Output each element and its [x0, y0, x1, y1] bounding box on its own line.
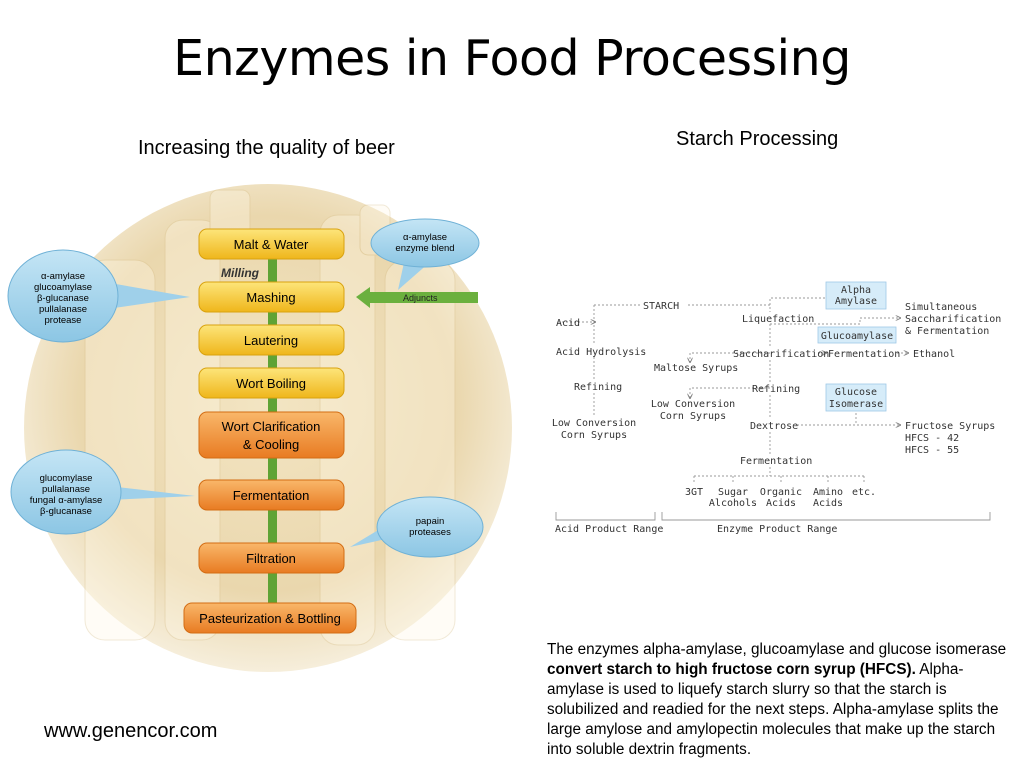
step-fermentation: Fermentation: [198, 479, 345, 511]
flow-saccharification: Saccharification: [733, 349, 829, 360]
product-sugar: Sugar: [718, 487, 748, 498]
enzyme-product-range: Enzyme Product Range: [717, 524, 837, 535]
step-mashing: Mashing: [198, 281, 345, 313]
bubble-text: glucomylase: [40, 473, 93, 484]
starch-caption: Starch Processing: [676, 128, 839, 150]
step-fermentation-label: Fermentation: [233, 488, 310, 503]
product-etc: etc.: [852, 487, 876, 498]
product-amino: Amino: [813, 487, 843, 498]
step-malt-water: Malt & Water: [198, 228, 345, 260]
flow-corn-syrups-acid: Corn Syrups: [561, 430, 627, 441]
step-malt-water-label: Malt & Water: [234, 237, 309, 252]
flow-amylase: Amylase: [835, 296, 877, 307]
flow-starch: STARCH: [643, 301, 679, 312]
flow-alpha: Alpha: [841, 285, 871, 296]
milling-label: Milling: [221, 266, 260, 280]
bubble-mashing-enzymes: α-amylase glucoamylase β-glucanase pulla…: [7, 249, 190, 343]
bubble-text: protease: [45, 315, 82, 326]
starch-description: The enzymes alpha-amylase, glucoamylase …: [547, 640, 1017, 760]
step-filtration: Filtration: [198, 542, 345, 574]
flow-maltose-syrups: Maltose Syrups: [654, 363, 738, 374]
flow-hfcs-55: HFCS - 55: [905, 445, 959, 456]
step-wort-clarification: Wort Clarification & Cooling: [198, 411, 345, 459]
flow-ethanol: Ethanol: [913, 349, 955, 360]
beer-diagram: Malt & Water Milling Mashing Lautering W…: [7, 184, 512, 672]
flow-isomerase: Isomerase: [829, 399, 883, 410]
slide-title: Enzymes in Food Processing: [173, 30, 851, 87]
bubble-text: enzyme blend: [395, 243, 454, 254]
flow-fermentation-top: Fermentation: [828, 349, 900, 360]
bubble-text: β-glucanase: [40, 506, 92, 517]
bubble-text: glucoamylase: [34, 282, 92, 293]
bubble-alpha-amylase-blend: α-amylase enzyme blend: [370, 218, 480, 290]
starch-flow-diagram: STARCH Acid Acid Hydrolysis Refining Low…: [552, 281, 1001, 535]
bubble-text: fungal α-amylase: [30, 495, 103, 506]
alpha-amylase-box: [825, 281, 887, 310]
flow-acid: Acid: [556, 318, 580, 329]
flow-saccharification-sim: Saccharification: [905, 314, 1001, 325]
flow-low-conversion-enzyme: Low Conversion: [651, 399, 735, 410]
description-emphasis: convert starch to high fructose corn syr…: [547, 661, 916, 678]
bubble-text: proteases: [409, 527, 451, 538]
adjuncts-arrow: Adjuncts: [356, 287, 478, 308]
flow-liquefaction: Liquefaction: [742, 314, 814, 325]
flow-refining-enzyme: Refining: [752, 384, 800, 395]
product-amino-acids: Acids: [813, 498, 843, 509]
step-cooling-label: & Cooling: [243, 437, 299, 452]
bubble-text: α-amylase: [403, 232, 447, 243]
bubble-text: papain: [416, 516, 445, 527]
step-pasteurization: Pasteurization & Bottling: [183, 602, 357, 634]
description-intro: The enzymes alpha-amylase, glucoamylase …: [547, 641, 1007, 658]
flow-dextrose: Dextrose: [750, 421, 798, 432]
flow-fructose-syrups: Fructose Syrups: [905, 421, 995, 432]
flow-fermentation-bottom: Fermentation: [740, 456, 812, 467]
step-wort-clarification-label: Wort Clarification: [222, 419, 321, 434]
bubble-text: pullalanase: [42, 484, 90, 495]
bubble-fermentation-enzymes: glucomylase pullalanase fungal α-amylase…: [10, 449, 195, 535]
step-wort-boiling: Wort Boiling: [198, 367, 345, 399]
description-body: Alpha-amylase is used to liquefy starch …: [547, 661, 999, 758]
beer-caption: Increasing the quality of beer: [138, 137, 395, 159]
website-link[interactable]: www.genencor.com: [44, 720, 218, 742]
product-organic-acids: Acids: [766, 498, 796, 509]
flow-low-conversion-acid: Low Conversion: [552, 418, 636, 429]
step-pasteurization-label: Pasteurization & Bottling: [199, 611, 341, 626]
flow-hfcs-42: HFCS - 42: [905, 433, 959, 444]
step-lautering-label: Lautering: [244, 333, 298, 348]
bubble-papain-proteases: papain proteases: [350, 496, 484, 558]
flow-and-fermentation: & Fermentation: [905, 326, 989, 337]
flow-simultaneous: Simultaneous: [905, 302, 977, 313]
bubble-text: α-amylase: [41, 271, 85, 282]
step-wort-boiling-label: Wort Boiling: [236, 376, 306, 391]
adjuncts-label: Adjuncts: [403, 293, 438, 303]
flow-glucose: Glucose: [835, 387, 877, 398]
step-filtration-label: Filtration: [246, 551, 296, 566]
flow-corn-syrups-enzyme: Corn Syrups: [660, 411, 726, 422]
acid-product-range: Acid Product Range: [555, 524, 663, 535]
product-alcohols: Alcohols: [709, 498, 757, 509]
flow-acid-hydrolysis: Acid Hydrolysis: [556, 347, 646, 358]
glucoamylase-box: [817, 326, 897, 344]
glucose-isomerase-box: [825, 383, 887, 412]
flow-glucoamylase: Glucoamylase: [821, 331, 893, 342]
product-organic: Organic: [760, 487, 802, 498]
bubble-text: pullalanase: [39, 304, 87, 315]
bubble-text: β-glucanase: [37, 293, 89, 304]
product-3gt: 3GT: [685, 487, 703, 498]
step-mashing-label: Mashing: [246, 290, 295, 305]
step-lautering: Lautering: [198, 324, 345, 356]
flow-refining-acid: Refining: [574, 382, 622, 393]
